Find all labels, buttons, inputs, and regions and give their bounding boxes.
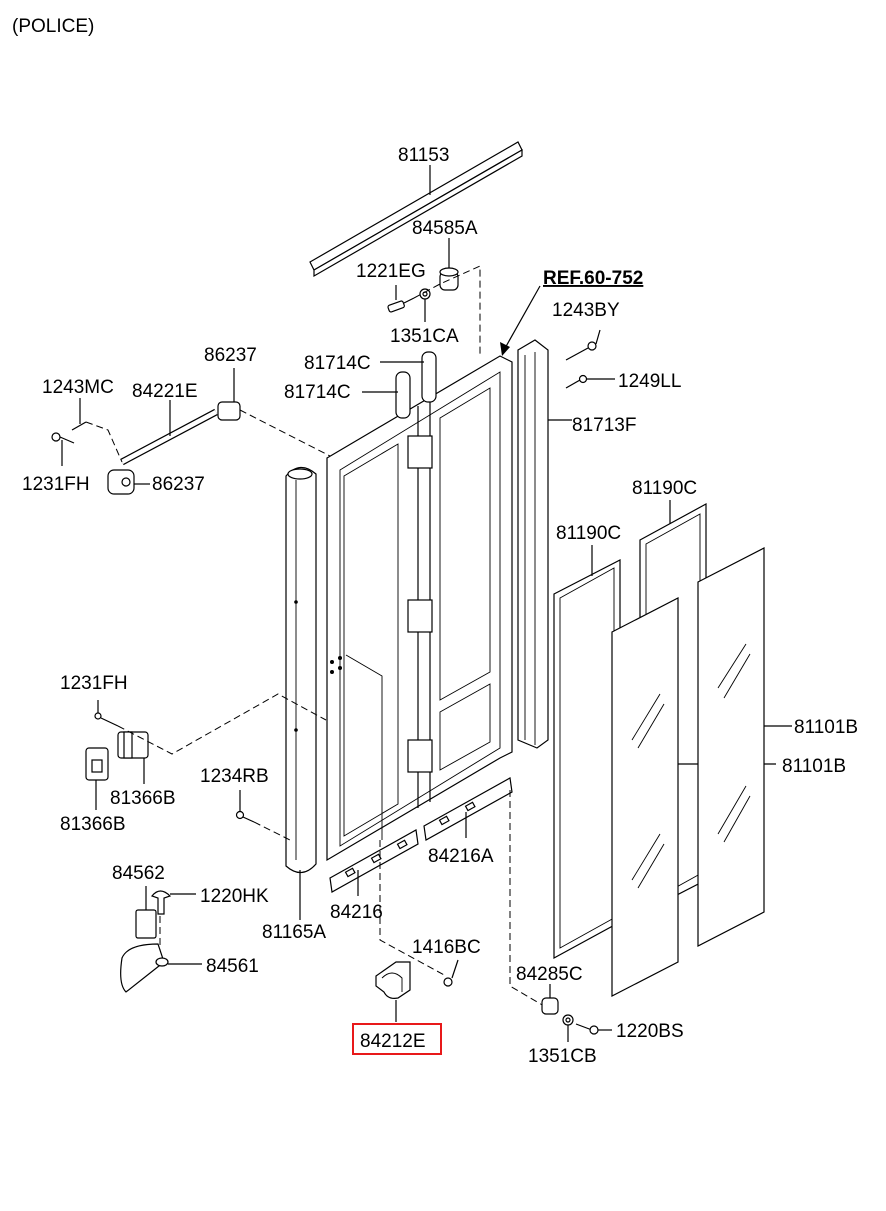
label-1231FH-mid[interactable]: 1231FH xyxy=(60,673,128,694)
part-81366B-blocks xyxy=(85,731,149,810)
part-81714C-posts xyxy=(362,351,437,419)
label-84221E[interactable]: 84221E xyxy=(132,381,198,402)
part-1351CB-washer xyxy=(562,1014,574,1042)
label-81190C-left[interactable]: 81190C xyxy=(556,523,621,544)
label-81190C-right[interactable]: 81190C xyxy=(632,478,697,499)
part-1221EG-screw xyxy=(387,285,415,313)
part-81190C-glass-left xyxy=(553,545,621,960)
part-1220BS-screw xyxy=(575,1023,612,1035)
part-81713F-trim xyxy=(517,339,572,749)
label-1351CB[interactable]: 1351CB xyxy=(528,1046,597,1067)
label-81713F[interactable]: 81713F xyxy=(572,415,636,436)
part-84216A-rail xyxy=(423,777,513,841)
label-1221EG[interactable]: 1221EG xyxy=(356,261,426,282)
part-86237-top-bracket xyxy=(217,368,241,421)
label-84212E[interactable]: 84212E xyxy=(360,1031,426,1052)
part-1220HK-screw xyxy=(150,890,196,950)
label-81165A[interactable]: 81165A xyxy=(262,922,326,943)
highlight-box-84212E xyxy=(352,1023,442,1055)
part-1243MC-screw xyxy=(71,398,87,431)
label-1243MC[interactable]: 1243MC xyxy=(42,377,114,398)
part-1231FH-screw-mid xyxy=(94,700,119,727)
label-81366B-left[interactable]: 81366B xyxy=(60,814,126,835)
part-81153-top-rail xyxy=(309,141,523,278)
header-variant: (POLICE) xyxy=(12,16,94,37)
label-1351CA[interactable]: 1351CA xyxy=(390,326,459,347)
part-84221E-rod xyxy=(120,400,218,466)
label-84216A[interactable]: 84216A xyxy=(428,846,494,867)
label-1416BC[interactable]: 1416BC xyxy=(412,937,481,958)
part-81165A-column xyxy=(285,466,317,920)
part-86237-bottom-bracket xyxy=(107,469,150,495)
part-84585A-bushing xyxy=(439,238,459,291)
label-84285C[interactable]: 84285C xyxy=(516,964,583,985)
part-84561-base xyxy=(120,943,202,993)
label-1220HK[interactable]: 1220HK xyxy=(200,886,269,907)
label-1243BY[interactable]: 1243BY xyxy=(552,300,620,321)
label-84562[interactable]: 84562 xyxy=(112,863,165,884)
part-84212E-bracket xyxy=(375,961,411,1022)
label-81714C-upper[interactable]: 81714C xyxy=(304,353,371,374)
label-86237-bottom[interactable]: 86237 xyxy=(152,474,205,495)
label-86237-top[interactable]: 86237 xyxy=(204,345,257,366)
part-84285C-bushing xyxy=(541,984,559,1015)
part-84216-rail xyxy=(329,829,419,896)
label-1231FH-top[interactable]: 1231FH xyxy=(22,474,90,495)
part-1243BY-screw xyxy=(565,329,601,361)
reference-label[interactable]: REF.60-752 xyxy=(543,268,643,289)
label-1234RB[interactable]: 1234RB xyxy=(200,766,269,787)
label-81714C-lower[interactable]: 81714C xyxy=(284,382,351,403)
part-1416BC-pin xyxy=(443,959,459,987)
label-84561[interactable]: 84561 xyxy=(206,956,259,977)
part-1249LL-screw xyxy=(565,374,615,389)
part-door-frame xyxy=(326,355,513,862)
label-81101B-upper[interactable]: 81101B xyxy=(794,717,858,738)
label-81366B-right[interactable]: 81366B xyxy=(110,788,176,809)
label-84216[interactable]: 84216 xyxy=(330,902,383,923)
label-84585A[interactable]: 84585A xyxy=(412,218,478,239)
label-81101B-lower[interactable]: 81101B xyxy=(782,756,846,777)
part-81101B-glass-back xyxy=(697,547,792,947)
part-1234RB-screw xyxy=(235,790,255,823)
label-81153[interactable]: 81153 xyxy=(398,145,449,166)
part-84562-latch xyxy=(135,886,157,939)
part-1351CA-washer xyxy=(419,288,431,322)
label-1249LL[interactable]: 1249LL xyxy=(618,371,681,392)
part-81101B-glass-front xyxy=(611,597,776,997)
ref-arrow xyxy=(500,285,541,356)
part-1231FH-screw-top xyxy=(51,432,75,466)
label-1220BS[interactable]: 1220BS xyxy=(616,1021,684,1042)
